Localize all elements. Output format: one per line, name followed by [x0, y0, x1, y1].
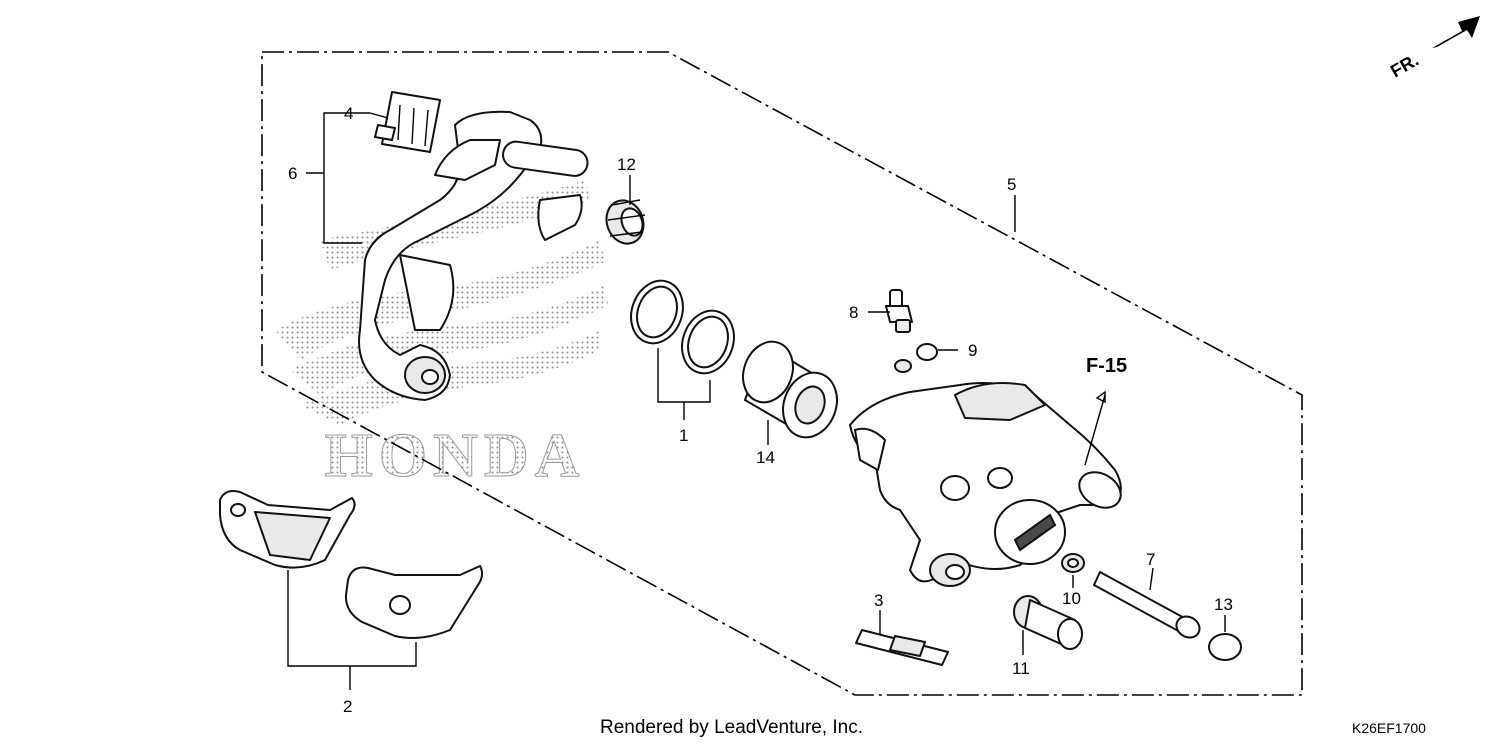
callout-11: 11: [1012, 659, 1030, 678]
footer-credit: Rendered by LeadVenture, Inc.: [600, 717, 863, 738]
front-direction-label: FR.: [1387, 50, 1422, 82]
callout-3: 3: [874, 591, 883, 610]
callout-12: 12: [617, 155, 636, 174]
bolt-part: [1013, 595, 1083, 650]
reference-label: F-15: [1086, 355, 1127, 377]
callout-10: 10: [1062, 589, 1081, 608]
caliper-body-part: [849, 382, 1122, 587]
caliper-bracket-part: [358, 110, 589, 401]
callout-1: 1: [679, 426, 688, 445]
piston-part: [742, 340, 838, 439]
plug-part: [1208, 633, 1242, 661]
pin-part: [1093, 571, 1201, 639]
front-direction-indicator: FR.: [1387, 16, 1480, 81]
callout-2: 2: [343, 697, 352, 716]
brake-pad-set-part: [219, 490, 484, 639]
front-arrow-icon: [1432, 16, 1480, 48]
callout-5: 5: [1007, 175, 1016, 194]
callout-13: 13: [1214, 595, 1233, 614]
callout-6: 6: [288, 164, 297, 183]
shim-part: [855, 629, 949, 666]
nut-part: [1061, 553, 1085, 573]
bleeder-screw-part: [885, 289, 913, 333]
callout-7: 7: [1146, 550, 1155, 569]
honda-watermark-text: HONDA: [325, 422, 586, 490]
caliper-assembly-frame: [261, 51, 1303, 696]
pad-spring-clip-part: [374, 91, 441, 153]
callout-9: 9: [968, 341, 977, 360]
bleeder-cap-part: [894, 343, 938, 373]
callout-14: 14: [756, 448, 775, 467]
leader-lines: [287, 112, 1226, 690]
piston-seal-set-part: [630, 279, 735, 375]
diagram-code: K26EF1700: [1352, 720, 1426, 736]
callout-8: 8: [849, 303, 858, 322]
boot-part: [605, 199, 646, 245]
callout-4: 4: [344, 104, 353, 123]
